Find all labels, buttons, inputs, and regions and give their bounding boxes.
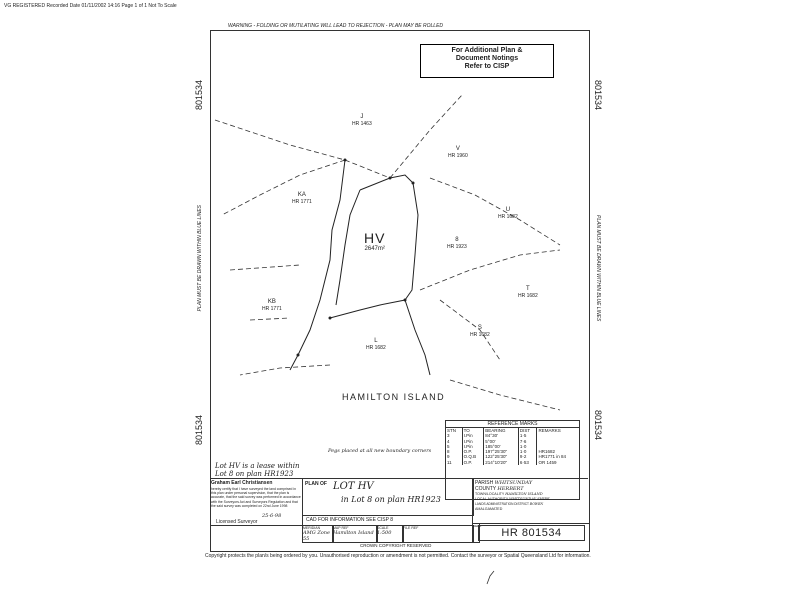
reference-marks-title: REFERENCE MARKS	[446, 421, 579, 428]
lot-label-l: L HR 1682	[366, 338, 386, 351]
lot-label-s: S HR 1682	[470, 325, 490, 338]
locality-box: PARISH WHITSUNDAY COUNTY HERBERT TOWN/LO…	[472, 479, 589, 524]
licensed-surveyor: Licensed Surveyor	[216, 519, 258, 525]
county-row: COUNTY HERBERT	[475, 486, 524, 492]
map-ref-box: MAP REF Hamilton Island	[332, 525, 378, 543]
township-row: TOWN/LOCALITY HAMILTON ISLAND	[475, 492, 543, 496]
main-lot-area: 2647m²	[364, 246, 385, 252]
notes-line-1: For Additional Plan &	[451, 47, 523, 54]
plan-of-box: PLAN OF LOT HV in Lot 8 on plan HR1923	[302, 479, 474, 516]
copyright-reserved: CROWN COPYRIGHT RESERVED	[360, 543, 432, 548]
amalgamated-row: AMALGAMATED	[475, 506, 503, 511]
reference-marks-header: STN TO BEARING DIST REMARKS	[446, 428, 579, 434]
main-lot: HV 2647m²	[364, 230, 385, 253]
margin-number-top-right: 801534	[593, 80, 603, 111]
margin-number-bottom-right: 801534	[593, 410, 603, 441]
deed-box: DEED	[472, 523, 481, 543]
surveyor-certificate: Graham Earl Christiansen hereby certify …	[210, 479, 303, 526]
date-signed: 25-6-98	[262, 513, 282, 519]
lot-label-8: 8 HR 1923	[447, 237, 467, 250]
title-block: Graham Earl Christiansen hereby certify …	[210, 478, 589, 551]
footer-copyright: Copyright protects the plan/s being orde…	[205, 553, 591, 559]
reference-marks-table: REFERENCE MARKS STN TO BEARING DIST REMA…	[445, 420, 580, 500]
lot-label-u: U HR 1682	[498, 207, 518, 220]
local-authority-row: LOCAL AUTHORITY WHITSUNDAY SHIRE	[475, 497, 550, 501]
cad-info: CAD FOR INFORMATION SEE CISP 8	[306, 517, 394, 523]
parish-row: PARISH WHITSUNDAY	[475, 480, 533, 486]
blue-lines-note-right: PLAN MUST BE DRAWN WITHIN BLUE LINES	[595, 215, 601, 322]
surveyor-name: Graham Earl Christiansen	[211, 480, 273, 486]
plan-of-value: LOT HV	[333, 481, 374, 492]
notes-line-2: Document Notings	[455, 55, 519, 62]
plan-number-box: HR 801534	[478, 525, 585, 541]
additional-notes-box: For Additional Plan & Document Notings R…	[420, 44, 554, 78]
notes-line-3: Refer to CISP	[464, 63, 510, 70]
lot-label-t: T HR 1682	[518, 286, 538, 299]
lot-label-ka: KA HR 1771	[292, 192, 312, 205]
main-lot-name: HV	[364, 230, 386, 246]
pegs-note: Pegs placed at all new boundary corners	[328, 448, 432, 454]
plan-of-label: PLAN OF	[305, 481, 327, 487]
lot-label-kb: KB HR 1771	[262, 299, 282, 312]
lands-district-row: LANDS ADMINISTRATION DISTRICT BOWEN	[475, 502, 544, 506]
pen-mark	[486, 570, 495, 585]
file-ref-box: FILE REF	[402, 525, 474, 543]
warning-text: WARNING - FOLDING OR MUTILATING WILL LEA…	[228, 23, 444, 29]
certificate-text: hereby certify that I have surveyed the …	[211, 487, 301, 508]
lease-note: Lot HV is a lease within Lot 8 on plan H…	[215, 462, 300, 478]
lot-label-j: J HR 1463	[352, 114, 372, 127]
scale-box: SCALE 1:500	[376, 525, 404, 543]
plan-sheet	[210, 30, 590, 552]
plan-of-sub: in Lot 8 on plan HR1923	[341, 495, 441, 504]
lot-label-v: V HR 1960	[448, 146, 468, 159]
meridian-box: MERIDIAN AMG Zone 55	[302, 525, 334, 543]
island-label: HAMILTON ISLAND	[342, 392, 446, 402]
registration-stamp: VG REGISTERED Recorded Date 01/11/2002 1…	[4, 3, 177, 9]
